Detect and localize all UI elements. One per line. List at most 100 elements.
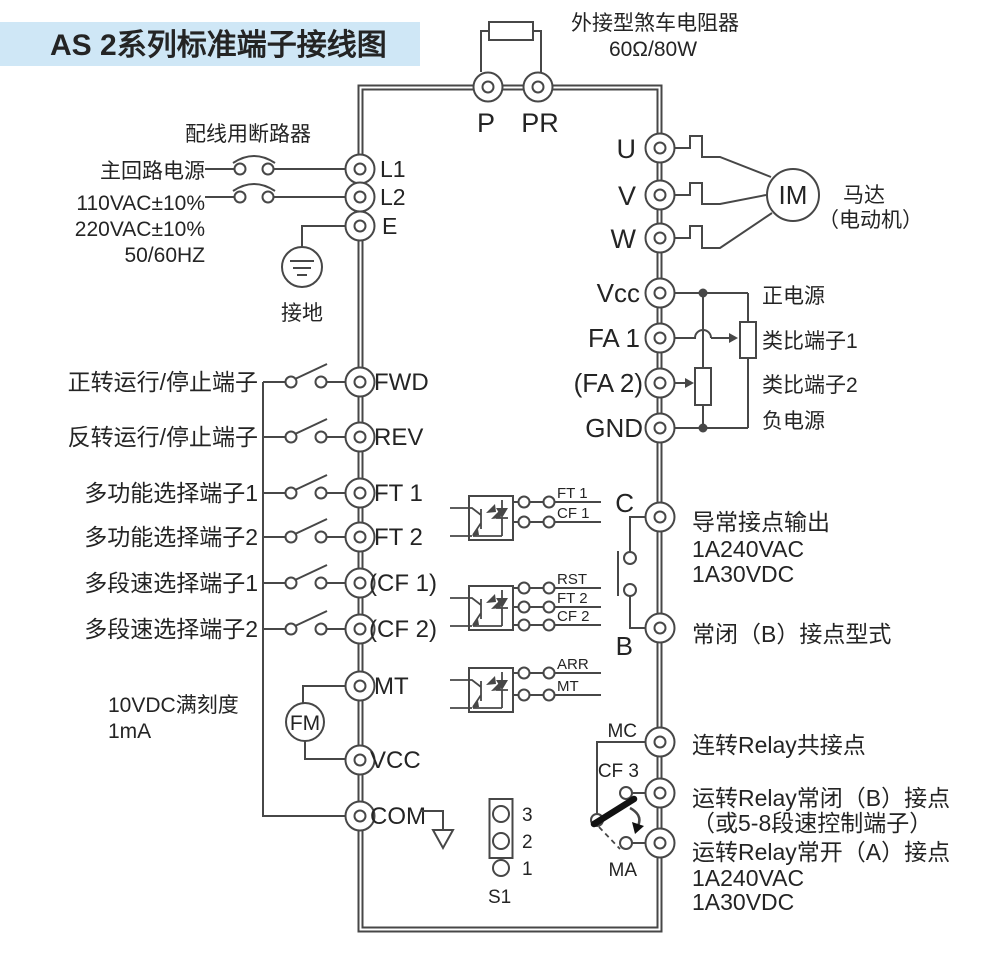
brake-resistor-leads [480,30,542,72]
terminal-v [644,179,676,211]
digital-inputs-section: 正转运行/停止端子 反转运行/停止端子 多功能选择端子1 多功能选择端子2 多段… [68,363,437,817]
fm-meter-icon [285,702,325,742]
pin-label-ft2: FT 2 [557,590,588,607]
fault-rating-ac: 1A240VAC [692,536,804,562]
common-bus-wire [262,382,345,817]
s1-pin2-label: 2 [522,832,533,853]
meter-current-label: 1mA [108,720,151,743]
negative-supply-label: 负电源 [762,410,825,433]
terminal-c-label: C [615,488,634,518]
terminal-ft2-label: FT 2 [374,524,423,551]
switch-ft2 [284,518,328,544]
brake-resistor-label: 外接型煞车电阻器 [571,12,739,35]
terminal-cf3-label: CF 3 [598,761,639,782]
meter-scale-label: 10VDC满刻度 [108,694,239,717]
motor-name2: （电动机） [818,209,923,232]
earth-ground-lines [290,260,314,276]
pin-label-ft1: FT 1 [557,485,588,502]
title-bar-bg [0,22,420,66]
ground-label: 接地 [281,302,323,325]
run-contact-ma [619,836,633,850]
fault-contact-top [623,551,637,565]
terminal-ma-label: MA [609,860,638,881]
pin-label-arr: ARR [557,656,589,673]
fault-rating-dc: 1A30VDC [692,561,794,587]
run-nc-label: 运转Relay常闭（B）接点 [692,785,950,811]
voltage1-label: 110VAC±10% [76,192,205,215]
main-power-label: 主回路电源 [100,160,205,183]
terminal-p [472,71,504,103]
motor-im-label: IM [779,180,808,210]
run-nc-alt-label: （或5-8段速控制端子） [692,810,932,836]
terminal-l1 [344,153,376,185]
analog1-label: 类比端子1 [762,330,858,353]
breaker-pole-1 [232,155,276,176]
motor-icon [766,168,820,222]
terminal-ma [644,827,676,859]
fa2-wiper-arrow [685,378,694,388]
switch-ft1 [284,474,328,500]
motor-output-section: IM 马达 （电动机） U V W [611,132,923,254]
fault-output-label: 导常接点输出 [692,509,830,535]
optocoupler-2 [449,585,514,631]
run-contact-cf3 [619,786,633,800]
pin-label-cf1: CF 1 [557,505,590,522]
run-relay-lever [590,795,638,828]
meter-section: 10VDC满刻度 1mA FM MT VCC COM [108,670,455,851]
fault-contact-bottom [623,583,637,597]
run-rating-ac: 1A240VAC [692,865,804,891]
s1-jumper-section: 3 2 1 S1 [488,798,533,908]
s1-pin2 [492,832,510,850]
optocoupler-section: FT 1 CF 1 RST FT 2 CF 2 ARR MT [449,485,602,713]
terminal-rev [344,421,376,453]
run-relay-dashed-path [598,826,621,850]
terminal-l1-label: L1 [380,156,406,182]
power-wires [205,168,345,247]
brake-resistor-section: 外接型煞车电阻器 60Ω/80W P PR [472,12,739,138]
terminal-mc-label: MC [607,721,637,742]
optocoupler-3 [449,667,514,713]
terminal-vcc-analog [644,277,676,309]
title-bar: AS 2系列标准端子接线图 [0,22,420,66]
s1-pin3 [492,805,510,823]
terminal-relay-nc [644,777,676,809]
input-label-ft1: 多功能选择端子1 [84,480,258,506]
terminal-b-label: B [616,631,633,661]
terminal-b [644,612,676,644]
terminal-mc [644,726,676,758]
terminal-fa2-label: (FA 2) [574,368,643,398]
terminal-fa1 [644,322,676,354]
terminal-mt-label: MT [374,673,409,700]
terminal-l2-label: L2 [380,184,406,210]
brake-resistor-symbol [488,21,534,41]
terminal-pr [522,71,554,103]
run-rating-dc: 1A30VDC [692,889,794,915]
terminal-ft1 [344,477,376,509]
switch-cf2 [284,610,328,636]
positive-supply-label: 正电源 [762,285,825,308]
s1-pin3-label: 3 [522,805,533,826]
run-relay-wires [596,741,646,844]
breaker-pole-2 [232,183,276,204]
pin-label-rst: RST [557,571,587,588]
breaker-label: 配线用断路器 [185,123,311,146]
fault-b-note: 常闭（B）接点型式 [692,621,891,647]
power-input-section: 配线用断路器 主回路电源 110VAC±10% 220VAC±10% 50/60… [75,123,406,325]
switch-cf1 [284,564,328,590]
terminal-cf1-label: (CF 1) [369,570,437,597]
run-relay-arrow-head [632,822,644,834]
terminal-gnd [644,412,676,444]
terminal-ft2 [344,521,376,553]
input-label-fwd: 正转运行/停止端子 [68,369,258,395]
brake-resistor-rating: 60Ω/80W [609,38,697,61]
terminal-fa2 [644,367,676,399]
frequency-label: 50/60HZ [124,244,205,267]
terminal-fwd [344,366,376,398]
input-label-ft2: 多功能选择端子2 [84,524,258,550]
motor-wires [674,135,773,249]
voltage2-label: 220VAC±10% [75,218,205,241]
run-relay-motion-arrow [629,806,641,827]
terminal-v-label: V [618,181,636,211]
